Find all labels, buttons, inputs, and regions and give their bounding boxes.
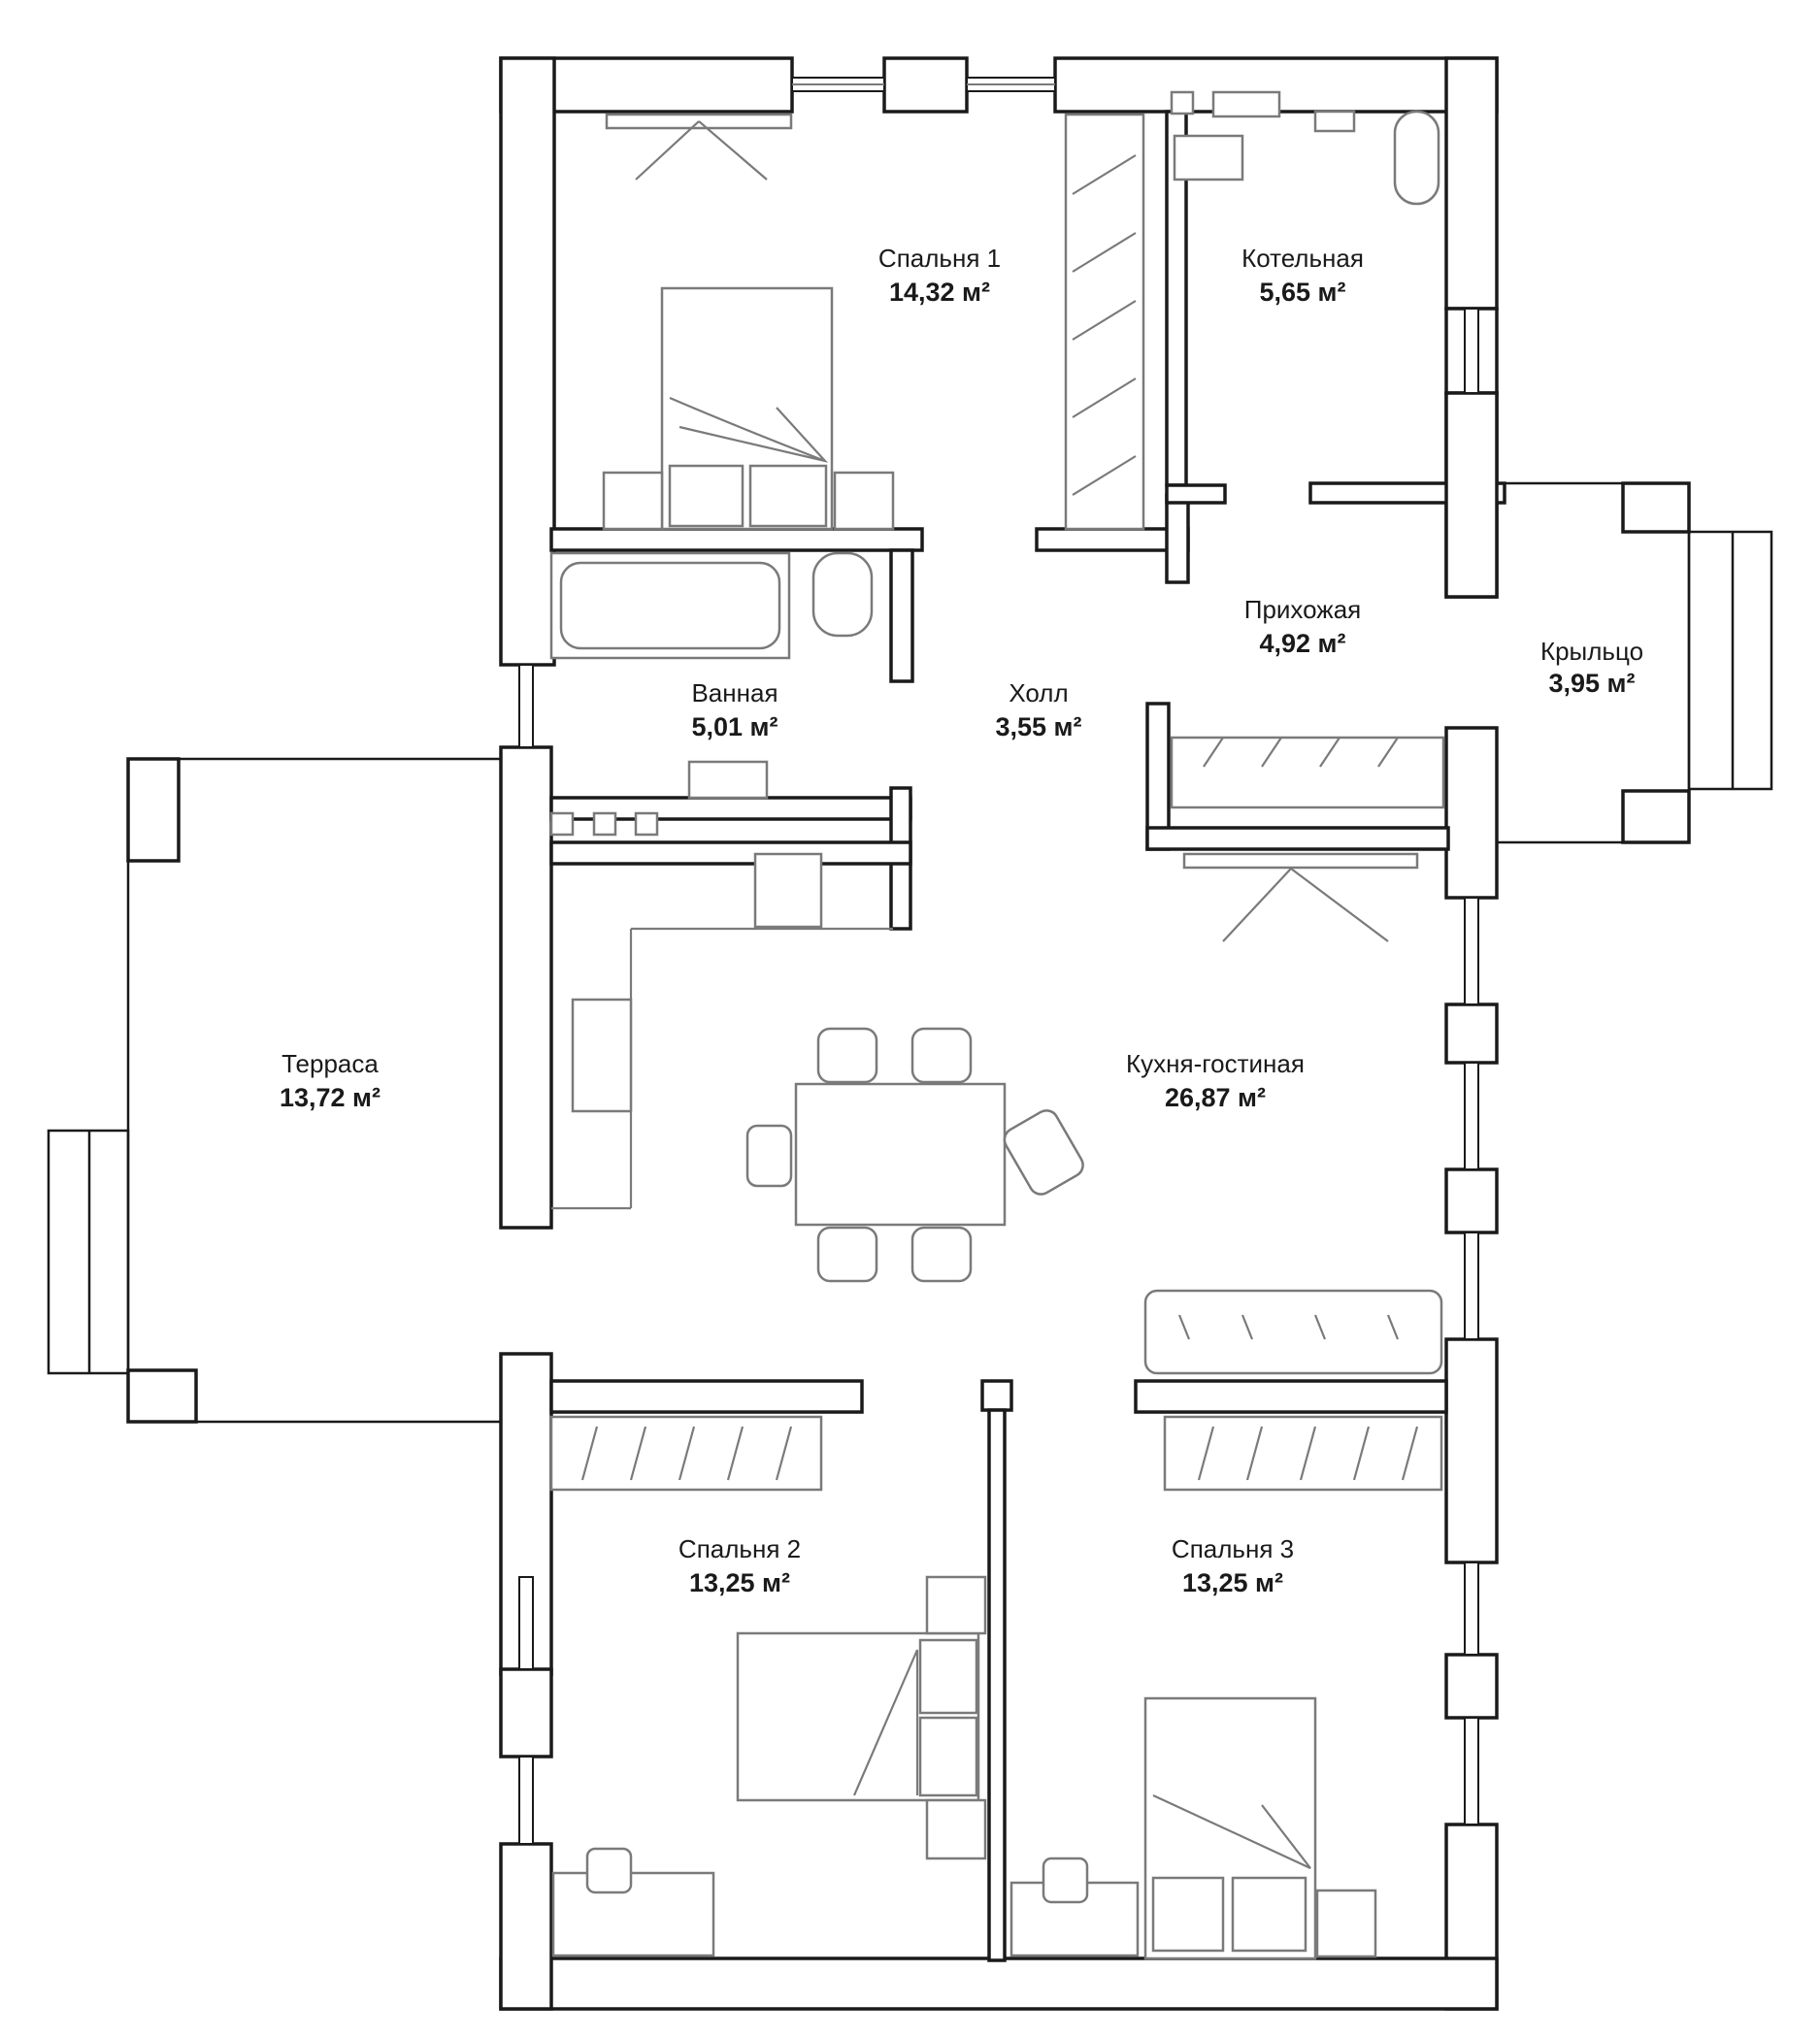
room-area-bedroom2: 13,25 м² (689, 1568, 790, 1597)
walls (499, 56, 1506, 2011)
room-name-entry: Прихожая (1244, 595, 1361, 624)
room-name-bedroom3: Спальня 3 (1172, 1534, 1294, 1563)
room-area-boiler: 5,65 м² (1259, 278, 1345, 307)
room-area-bedroom3: 13,25 м² (1182, 1568, 1283, 1597)
room-name-terrace: Терраса (281, 1049, 379, 1078)
room-name-boiler: Котельная (1241, 244, 1364, 273)
room-name-porch: Крыльцо (1540, 637, 1643, 666)
porch-structure (1497, 481, 1773, 844)
terrace-structure (47, 757, 501, 1424)
room-area-bedroom1: 14,32 м² (889, 278, 990, 307)
room-name-bedroom1: Спальня 1 (878, 244, 1001, 273)
room-labels: Спальня 1 14,32 м² Котельная 5,65 м² При… (280, 244, 1643, 1597)
room-area-porch: 3,95 м² (1548, 669, 1635, 698)
room-area-terrace: 13,72 м² (280, 1083, 381, 1112)
room-name-kitchen: Кухня-гостиная (1126, 1049, 1305, 1078)
room-area-kitchen: 26,87 м² (1165, 1083, 1266, 1112)
room-area-bath: 5,01 м² (691, 712, 778, 741)
room-area-hall: 3,55 м² (995, 712, 1081, 741)
windows (518, 77, 1479, 1845)
room-name-hall: Холл (1009, 678, 1068, 707)
furniture (549, 90, 1445, 1960)
room-name-bedroom2: Спальня 2 (678, 1534, 801, 1563)
room-area-entry: 4,92 м² (1259, 629, 1345, 658)
room-name-bath: Ванная (691, 678, 778, 707)
